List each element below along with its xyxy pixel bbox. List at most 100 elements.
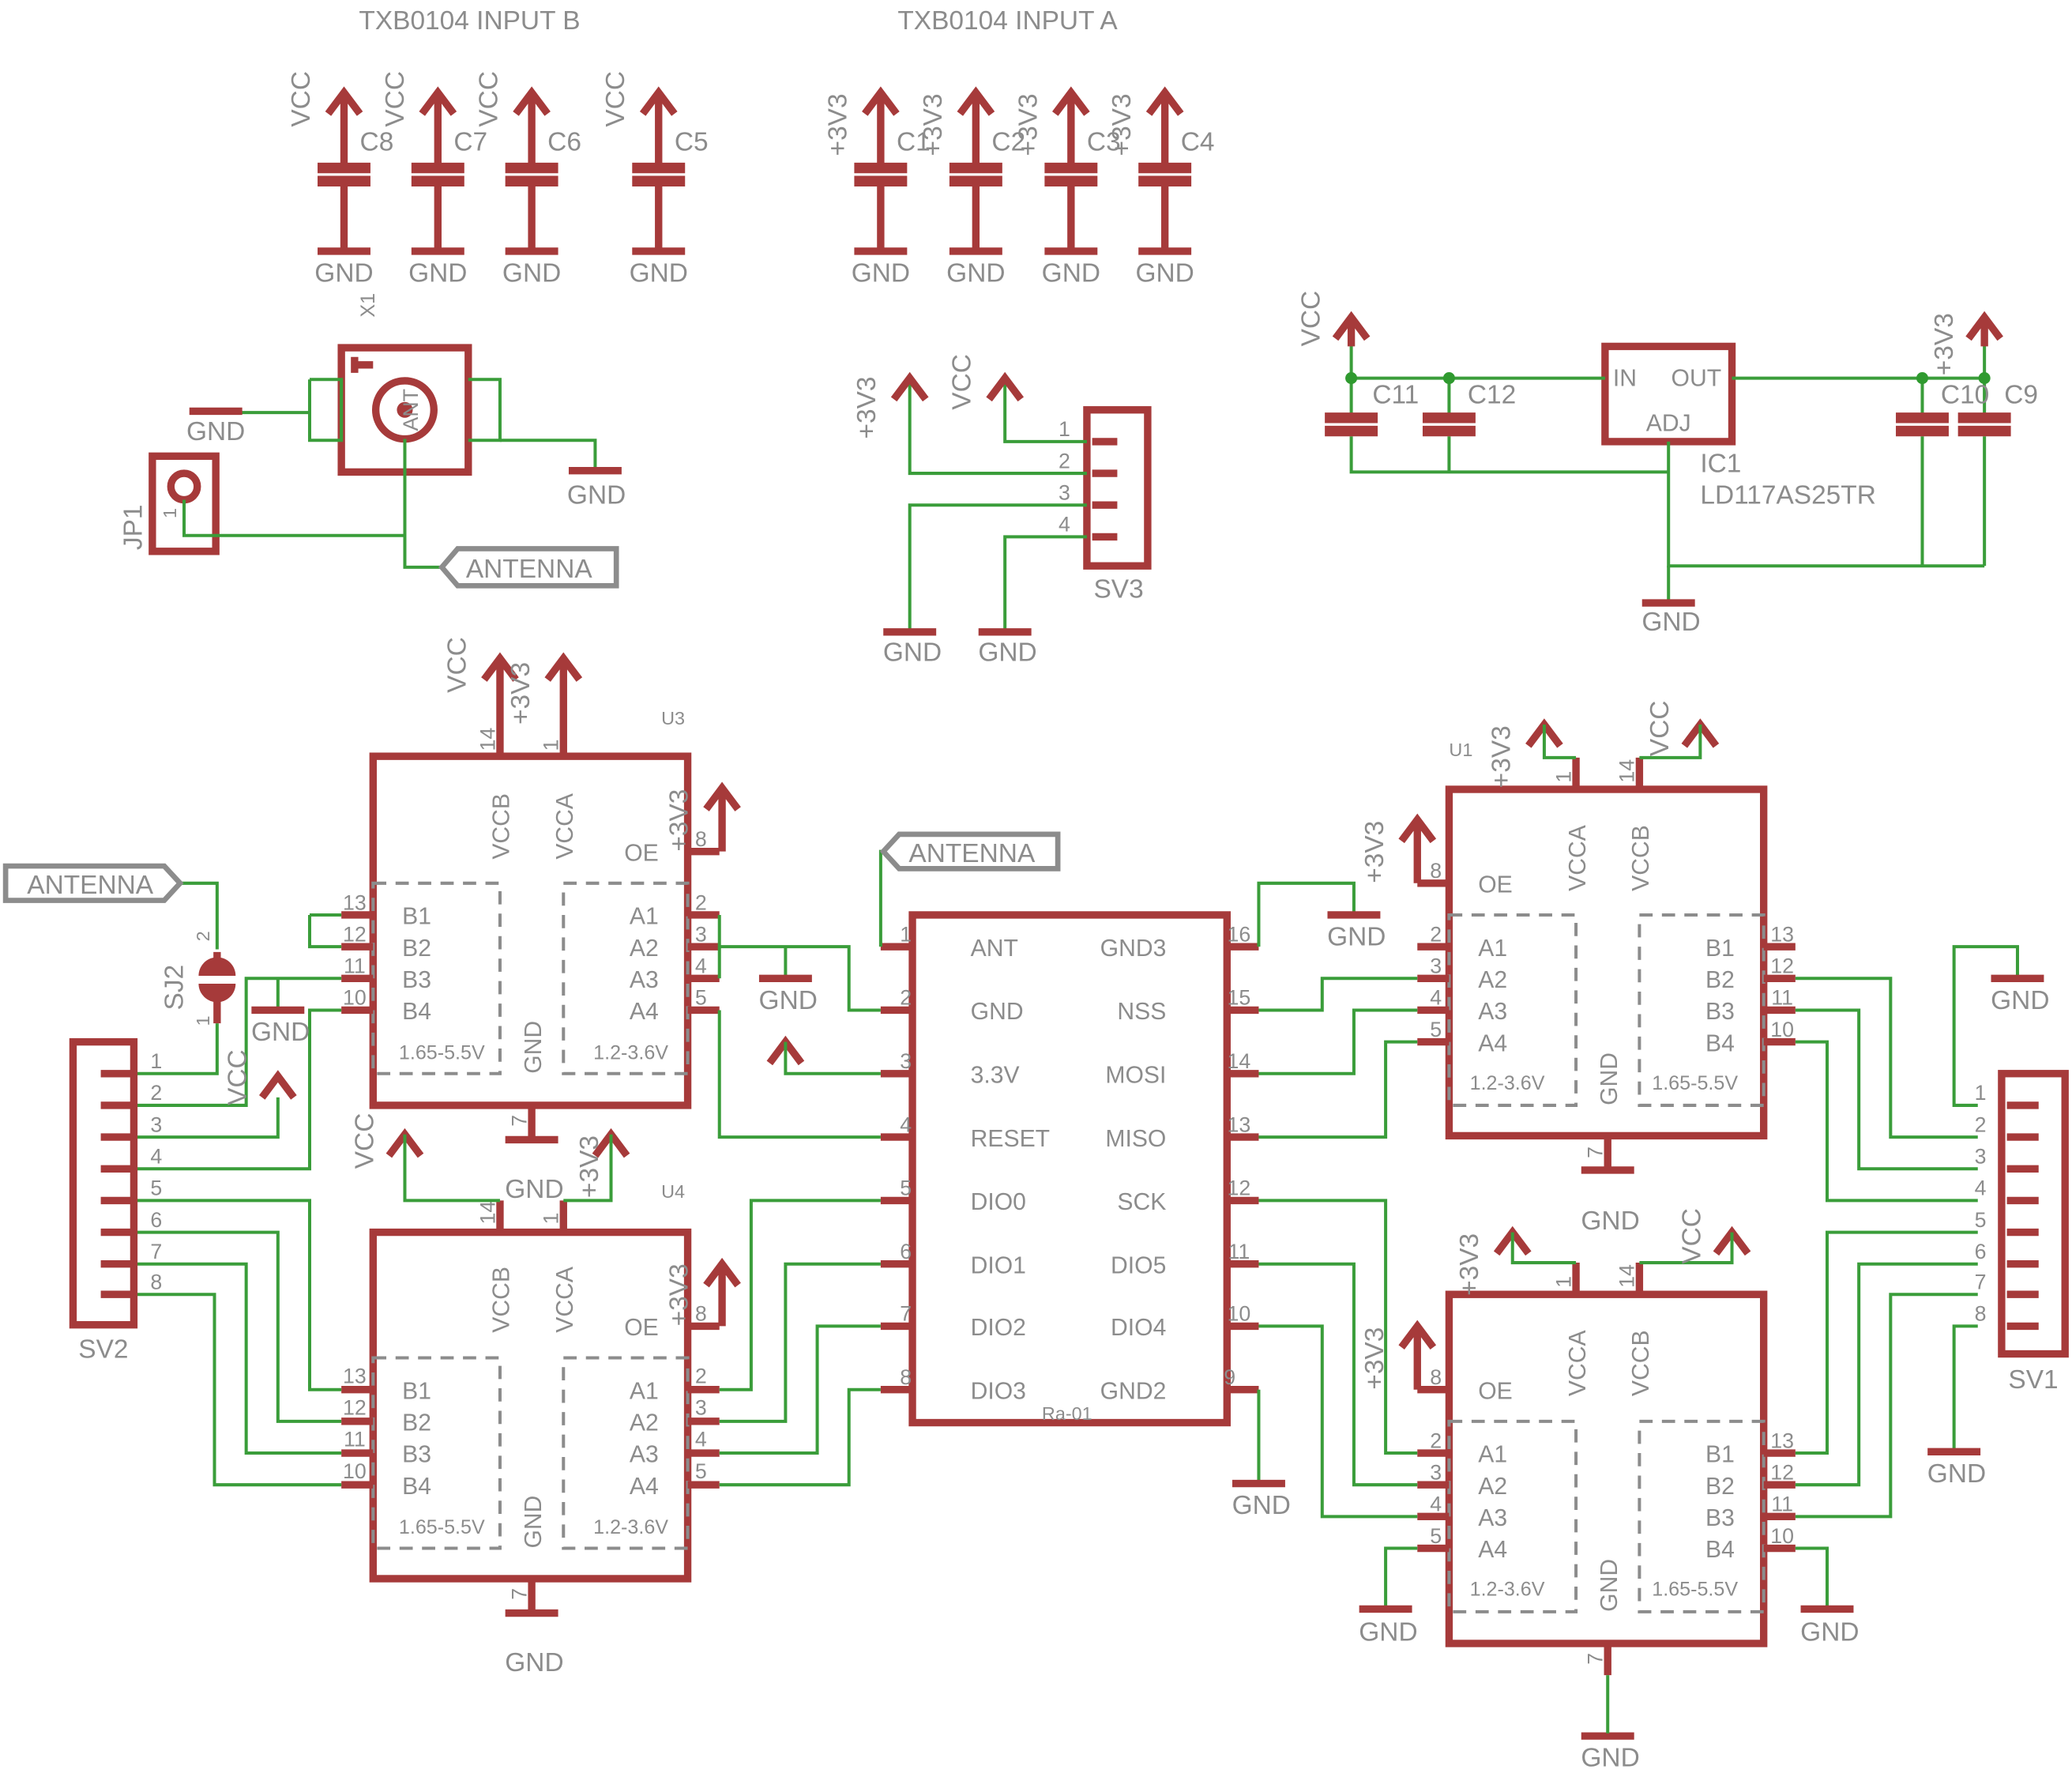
ra01-gnd3-label: GND [1327,922,1386,951]
ra01-r14-name: MOSI [1105,1062,1166,1088]
u3-pin-b1: 13 [343,890,367,914]
x1-ref: X1 [357,293,379,318]
u1-a1: A1 [1478,936,1507,962]
ra01-r10-name: DIO4 [1111,1315,1166,1341]
capacitor-c4: +3V3 C4 GND [1107,86,1214,288]
sv1-pin-7: 7 [1975,1271,1987,1294]
u2-a1: A1 [1478,1442,1507,1468]
ra01-l7-pin: 7 [900,1302,912,1326]
u3-a3: A3 [630,967,659,993]
ra01-l3-pin: 3 [900,1049,912,1073]
u2-pin-b4: 10 [1770,1524,1794,1548]
u4-pin-a2: 3 [695,1395,707,1419]
u2-pin-b1: 13 [1770,1429,1794,1452]
x1-ant-label: ANT [399,389,423,431]
x1-gnd-left-label: GND [186,417,245,446]
u4-b4: B4 [402,1474,431,1500]
u2-oe: OE [1478,1378,1513,1404]
u4-pin-vccb: 14 [476,1201,499,1225]
u4-pin-b4: 10 [343,1459,367,1483]
ra01-gnd2-label: GND [1232,1491,1291,1520]
sv2-gnd-label: GND [251,1018,310,1047]
header-input-a: TXB0104 INPUT A [897,6,1118,36]
u2-pin-a1: 2 [1430,1429,1442,1452]
sv3-pin-4: 4 [1059,513,1070,536]
c7-gnd-label: GND [408,258,467,288]
jumper-jp1: 1 JP1 [118,452,405,555]
c1-3v3-label: +3V3 [823,93,852,156]
u3-pin-oe: 8 [695,827,707,851]
ic1-gnd-label: GND [1641,608,1700,637]
c3-3v3-label: +3V3 [1013,93,1043,156]
u1-pin-vcca: 1 [1551,771,1575,783]
ra01-l6-name: DIO1 [971,1252,1026,1278]
u3-gnd: GND [521,1021,547,1074]
jp1-ref: JP1 [118,504,148,550]
u2-vcc-label: VCC [1677,1208,1706,1264]
regulator-ic1: IN OUT ADJ IC1 LD117AS25TR VCC +3V3 C11 … [1296,291,2038,637]
ic1-part: LD117AS25TR [1700,481,1876,510]
u1-b3: B3 [1705,999,1735,1025]
u4-ref: U4 [661,1181,685,1202]
ra01-r15-pin: 15 [1227,986,1250,1010]
ra01-r16-pin: 16 [1227,922,1250,946]
sv2-pin-7: 7 [150,1240,162,1263]
ra01-l4-pin: 4 [900,1113,912,1136]
u2-pin-b3: 11 [1771,1493,1793,1516]
u1-ref: U1 [1449,740,1472,760]
u2-range-b: 1.65-5.5V [1652,1579,1738,1601]
sv2-pin-1: 1 [150,1049,162,1073]
u2-pin-a3: 4 [1430,1493,1442,1516]
u1-b2: B2 [1705,967,1735,993]
u1-pin-a1: 2 [1430,922,1442,946]
u4-oe-3v3-label: +3V3 [665,1263,694,1326]
ra01-r16-name: GND3 [1100,936,1167,962]
sj2-ref: SJ2 [160,965,189,1011]
u3-pin-a3: 4 [695,954,707,978]
u3-range-a: 1.2-3.6V [593,1041,668,1064]
u2-pin-a2: 3 [1430,1460,1442,1484]
u3-pin-b4: 10 [343,986,367,1010]
lora-module-ra01: Ra-01 ANT GND 3.3V RESET DIO0 DIO1 DIO2 … [719,831,1386,1520]
sv3-vcc-label: VCC [948,354,977,410]
u1-pin-gnd: 7 [1584,1146,1608,1158]
capacitor-c5: VCC C5 GND [601,71,708,288]
c8-gnd-label: GND [314,258,373,288]
u1-pin-b1: 13 [1770,922,1794,946]
u3-oe-3v3-label: +3V3 [665,789,694,852]
ra01-l1-name: ANT [971,936,1018,962]
u1-a3: A3 [1478,999,1507,1025]
u2-pin-vcca: 1 [1551,1276,1575,1288]
c3-ref: C3 [1087,128,1121,157]
u3-pin-a4: 5 [695,986,707,1010]
u1-range-b: 1.65-5.5V [1652,1072,1738,1094]
capacitor-c7: VCC C7 GND [381,71,487,288]
c4-3v3-label: +3V3 [1107,93,1137,156]
ra01-r12-pin: 12 [1227,1177,1250,1200]
sv2-ref: SV2 [78,1335,128,1365]
ra01-r11-pin: 11 [1228,1240,1250,1263]
level-shifter-u4: U4 B1 B2 B3 B4 A1 A2 A3 A4 OE VCCB VCCA … [341,1113,741,1677]
c5-gnd-label: GND [630,258,688,288]
sv2-vcc-label: VCC [224,1049,253,1105]
sv1-pin-4: 4 [1975,1177,1987,1200]
u1-vcc-label: VCC [1645,701,1675,757]
u2-b2: B2 [1705,1474,1735,1500]
header-input-b: TXB0104 INPUT B [359,6,580,36]
u3-a2: A2 [630,936,659,962]
u2-a4: A4 [1478,1537,1507,1563]
jp1-pin: 1 [160,508,180,518]
x1-gnd-right-label: GND [567,481,626,510]
c1-ref: C1 [897,128,931,157]
u2-pin-b2: 12 [1770,1460,1794,1484]
sv2-pin-5: 5 [150,1177,162,1200]
c3-gnd-label: GND [1042,258,1100,288]
ra01-r10-pin: 10 [1227,1302,1250,1326]
u1-b4: B4 [1705,1030,1735,1056]
u2-pin-gnd: 7 [1584,1653,1608,1665]
u3-pin-vcca: 1 [540,740,563,751]
u4-b2: B2 [402,1410,431,1436]
u4-3v3-label: +3V3 [575,1135,604,1198]
ra01-l8-pin: 8 [900,1365,912,1389]
u3-pin-a1: 2 [695,890,707,914]
